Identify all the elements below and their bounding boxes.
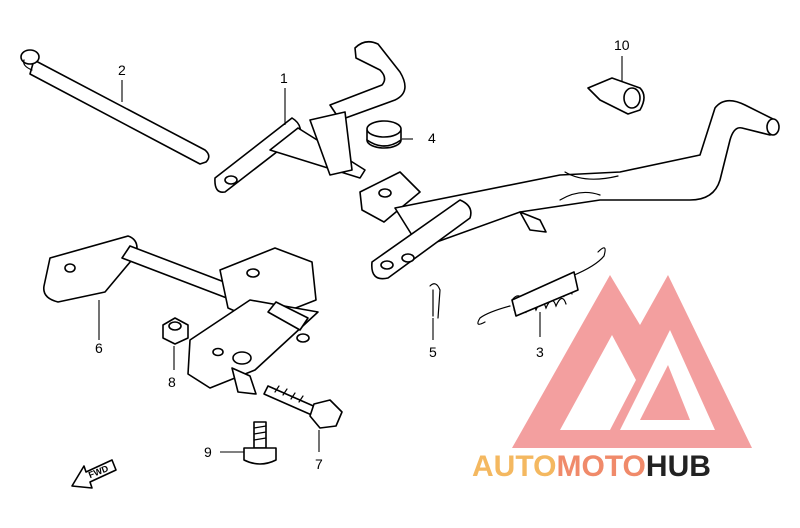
part-8-nut — [162, 317, 189, 345]
watermark-auto: AUTO — [472, 450, 556, 483]
callout-6: 6 — [95, 340, 103, 356]
part-10-clip — [587, 77, 645, 115]
callout-10: 10 — [614, 37, 630, 53]
part-7-bolt — [263, 385, 343, 429]
forward-direction-arrow: FWD — [71, 459, 117, 489]
part-5-cotter-pin — [429, 283, 441, 319]
callout-4: 4 — [428, 130, 436, 146]
part-3-spring — [477, 247, 606, 325]
callout-9: 9 — [204, 444, 212, 460]
watermark-text: AUTOMOTOHUB — [472, 450, 711, 483]
callouts: 1 2 3 4 5 6 7 8 9 10 — [95, 37, 630, 472]
part-9-small-bolt — [243, 421, 277, 465]
part-4-stopper — [366, 120, 402, 149]
svg-text:AUTOMOTOHUB: AUTOMOTOHUB — [472, 450, 711, 483]
part-1-main-stand — [214, 40, 780, 280]
watermark-logo — [512, 275, 752, 448]
callout-8: 8 — [168, 374, 176, 390]
part-6-side-stand — [42, 235, 319, 395]
leader-lines — [98, 56, 623, 453]
callout-7: 7 — [315, 456, 323, 472]
callout-1: 1 — [280, 70, 288, 86]
callout-3: 3 — [536, 344, 544, 360]
callout-2: 2 — [118, 62, 126, 78]
watermark-moto: MOTO — [556, 450, 645, 483]
callout-5: 5 — [429, 344, 437, 360]
watermark-hub: HUB — [646, 450, 711, 483]
part-2-axle-rod — [20, 49, 210, 165]
